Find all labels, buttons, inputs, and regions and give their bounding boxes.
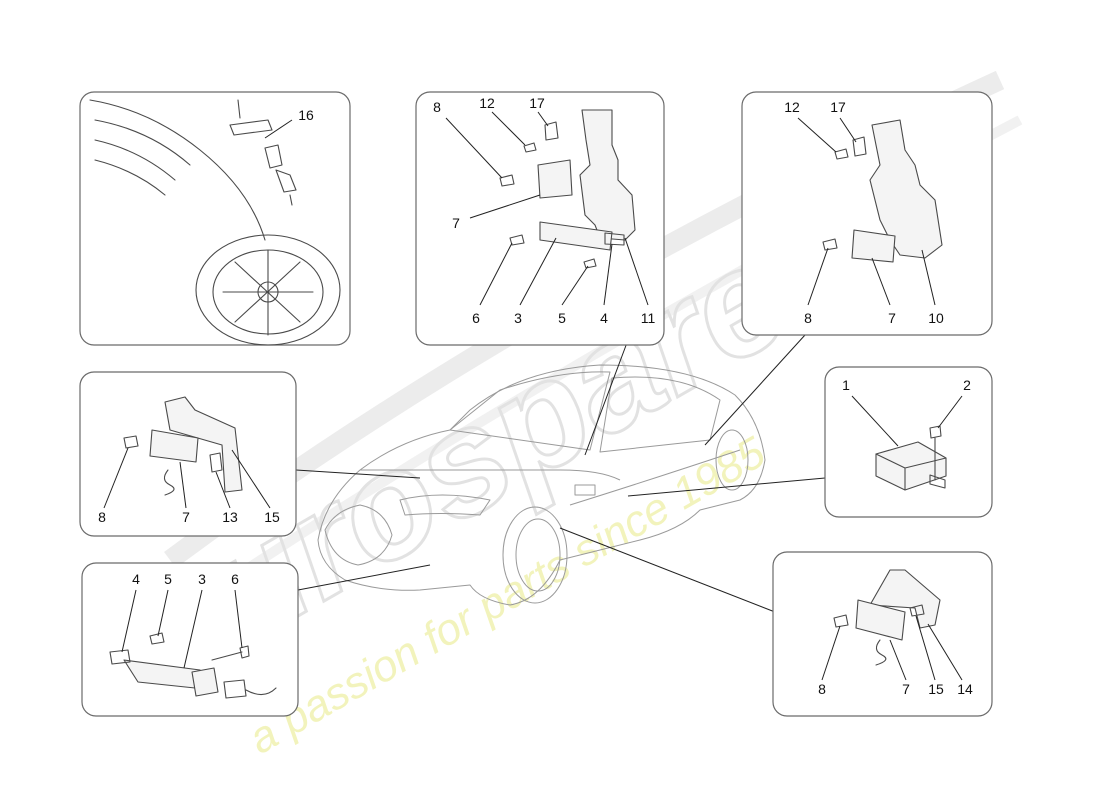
callout-15: 15	[928, 681, 944, 697]
screw-6	[509, 234, 525, 246]
screw-12	[834, 148, 849, 160]
callout-3: 3	[198, 571, 206, 587]
car-front-wheel-rim	[515, 518, 561, 592]
callout-7: 7	[182, 509, 190, 525]
control-unit-7	[851, 229, 896, 263]
callout-4: 4	[132, 571, 140, 587]
leaders-upper-right	[797, 117, 936, 306]
wheel-spokes	[222, 249, 314, 336]
panel-frame	[79, 91, 351, 346]
callout-16: 16	[298, 107, 314, 123]
panel-frame	[741, 91, 993, 336]
wheel-hub	[257, 281, 279, 303]
callout-13: 13	[222, 509, 238, 525]
car-rear-wheel	[715, 429, 749, 491]
callout-14: 14	[957, 681, 973, 697]
callout-12: 12	[479, 95, 495, 111]
callout-10: 10	[928, 310, 944, 326]
panel-lower-left: 4 5 3 6	[81, 562, 299, 717]
car-body	[317, 364, 766, 606]
car-side-window	[599, 376, 721, 453]
clip-17	[544, 121, 559, 141]
connector-block	[191, 667, 219, 697]
screw-8	[123, 435, 139, 449]
callout-8: 8	[804, 310, 812, 326]
bracket-10	[869, 119, 943, 259]
control-unit-7	[537, 159, 573, 199]
callout-5: 5	[164, 571, 172, 587]
sensor-lead	[875, 639, 887, 666]
callout-17: 17	[830, 99, 846, 115]
callout-7: 7	[888, 310, 896, 326]
leaders-middle-right	[851, 395, 963, 447]
leaders-middle-left	[103, 447, 271, 509]
callout-1: 1	[842, 377, 850, 393]
bracket-14	[869, 569, 941, 629]
callout-2: 2	[963, 377, 971, 393]
leaders-lower-left	[121, 589, 243, 669]
callout-11: 11	[641, 310, 656, 326]
callout-12: 12	[784, 99, 800, 115]
car-grille	[324, 504, 393, 566]
control-unit-3	[539, 221, 613, 251]
harness-plug	[223, 679, 277, 699]
callout-7: 7	[452, 215, 460, 231]
bracket-15	[164, 396, 243, 493]
control-unit-7	[149, 429, 199, 463]
callout-3: 3	[514, 310, 522, 326]
screw-5	[583, 258, 597, 269]
panel-upper-right: 12 17 8 7 10	[741, 91, 993, 336]
panel-frame	[824, 366, 993, 518]
tyre-tread	[94, 119, 191, 196]
car-outline	[317, 364, 766, 606]
car-front-wheel	[502, 506, 568, 604]
clip-4	[604, 232, 625, 246]
leaders-lower-right	[821, 615, 963, 681]
mount-tab	[929, 474, 946, 489]
car-windshield	[449, 371, 611, 451]
car-side-line	[569, 449, 741, 506]
callout-5: 5	[558, 310, 566, 326]
control-unit-1-top	[875, 453, 947, 491]
screw-13	[209, 452, 223, 473]
leader-16	[264, 119, 293, 139]
callout-6: 6	[231, 571, 239, 587]
screw-8	[822, 238, 838, 251]
screw-8	[499, 174, 515, 187]
screw-15	[909, 604, 925, 617]
panel-middle-left: 8 7 13 15	[79, 371, 297, 537]
callout-8: 8	[818, 681, 826, 697]
panel-upper-center: 8 12 17 7 6 3 5 4 11	[415, 91, 665, 346]
car-headlight	[399, 494, 491, 516]
car-side-vents	[574, 484, 596, 496]
clip-17	[852, 136, 867, 157]
sensor-lead	[163, 469, 175, 496]
callout-8: 8	[433, 99, 441, 115]
control-unit-7	[855, 599, 906, 641]
leaders-upper-center	[445, 111, 649, 306]
wheel-rim	[195, 234, 341, 346]
panel-leaders	[295, 334, 826, 613]
car-hood-line	[360, 469, 621, 481]
screw-8	[833, 614, 849, 628]
callout-6: 6	[472, 310, 480, 326]
valve-stem	[237, 99, 293, 206]
panel-lower-right: 8 7 15 14	[772, 551, 993, 717]
callout-4: 4	[600, 310, 608, 326]
fastener-2	[929, 425, 942, 481]
screw-12	[523, 142, 537, 153]
bolt-6	[211, 645, 250, 661]
callout-17: 17	[529, 95, 545, 111]
callout-7: 7	[902, 681, 910, 697]
panel-frame	[81, 562, 299, 717]
pressure-sensor-16	[229, 119, 297, 193]
panel-wheel-sensor: 16	[79, 91, 351, 346]
callout-8: 8	[98, 509, 106, 525]
tyre-outline	[89, 99, 266, 241]
callout-15: 15	[264, 509, 280, 525]
bracket-11	[579, 109, 636, 241]
panel-middle-right: 1 2	[824, 366, 993, 518]
